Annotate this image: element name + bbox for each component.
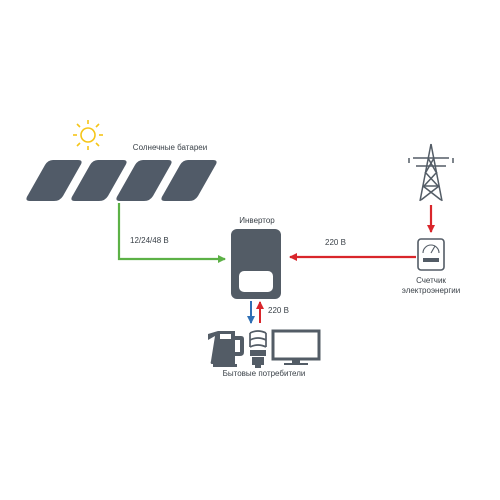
grid-voltage-label: 220 В — [325, 238, 346, 247]
sun-icon — [73, 120, 103, 150]
inverter-icon — [231, 229, 281, 299]
meter-label-line1: Счетчик — [416, 276, 446, 285]
kettle-icon — [208, 331, 244, 367]
power-tower-icon — [408, 143, 454, 202]
light-bulb-icon — [249, 330, 267, 368]
meter-label-line2: электроэнергии — [401, 286, 461, 295]
inverter-label: Инвертор — [239, 216, 275, 225]
solar-panels-label: Солнечные батареи — [132, 143, 208, 152]
electricity-meter-icon — [417, 238, 445, 271]
dc-wire — [117, 203, 226, 263]
solar-panel-icon — [26, 160, 217, 201]
monitor-icon — [271, 329, 321, 365]
dc-voltage-label: 12/24/48 В — [130, 236, 169, 245]
output-voltage-label: 220 В — [268, 306, 289, 315]
consumers-label: Бытовые потребители — [222, 369, 306, 378]
